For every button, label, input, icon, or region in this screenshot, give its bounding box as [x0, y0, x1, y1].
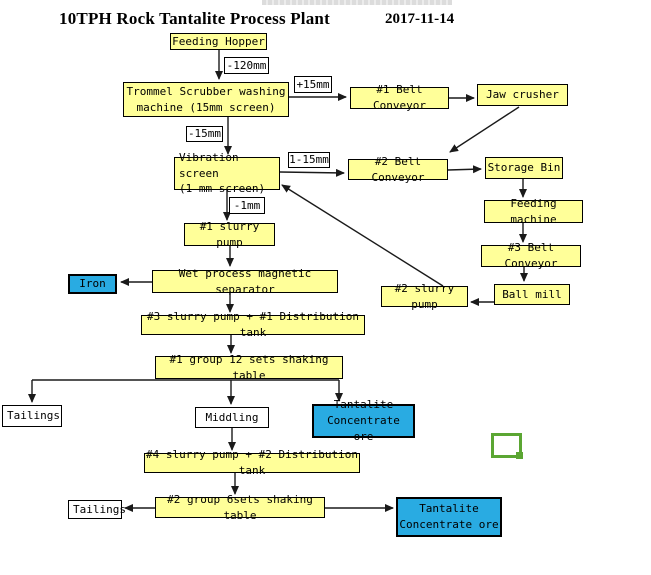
node-pump4-distribution-tank2: #4 slurry pump + #2 Distribution tank: [144, 448, 360, 477]
node-ball-mill: Ball mill: [494, 284, 570, 305]
node-jaw-crusher: Jaw crusher: [477, 84, 568, 106]
node-tantalite-concentrate-2: Tantalite Concentrate ore: [396, 497, 502, 537]
date-label: 2017-11-14: [385, 11, 455, 27]
arrow-vibration-belt2: [279, 168, 345, 177]
node-tailings-2: Tailings: [68, 500, 126, 519]
selection-rectangle: [491, 433, 523, 459]
node-feeding-hopper: Feeding Hopper: [170, 33, 267, 50]
arrow-jaw-belt2: [449, 106, 520, 153]
node-magnetic-separator: Wet process magnetic separator: [152, 267, 338, 296]
node-tantalite-concentrate-1: Tantalite Concentrate ore: [312, 398, 415, 443]
arrow-belt2-storage: [447, 165, 482, 174]
label-minus-1mm: -1mm: [229, 197, 265, 214]
node-shaking-table-group2: #2 group 6sets shaking table: [155, 493, 325, 522]
node-vibration-screen: Vibration screen (1 mm screen): [174, 151, 280, 195]
label-1-15mm: 1-15mm: [288, 152, 330, 168]
node-belt-conveyor-3: #3 Belt Conveyor: [481, 241, 581, 270]
node-shaking-table-group1: #1 group 12 sets shaking table: [155, 353, 343, 382]
node-feeding-machine: Feeding machine: [484, 197, 583, 226]
selection-handle: [516, 452, 523, 459]
node-middling: Middling: [195, 407, 269, 428]
label-plus-15mm: +15mm: [294, 76, 332, 93]
node-pump3-distribution-tank1: #3 slurry pump + #1 Distribution tank: [141, 310, 365, 339]
node-belt-conveyor-2: #2 Belt Conveyor: [348, 155, 448, 184]
node-tailings-1: Tailings: [2, 405, 62, 427]
node-iron-product: Iron: [68, 274, 117, 294]
node-trommel-scrubber: Trommel Scrubber washing machine (15mm s…: [123, 82, 289, 117]
top-grey-bar: [262, 0, 452, 5]
page-title: 10TPH Rock Tantalite Process Plant: [59, 9, 330, 28]
arrow-pump2-vibration: [281, 184, 444, 287]
node-slurry-pump-2: #2 slurry pump: [381, 282, 468, 311]
node-belt-conveyor-1: #1 Belt Conveyor: [350, 83, 449, 112]
node-slurry-pump-1: #1 slurry pump: [184, 220, 275, 249]
node-storage-bin: Storage Bin: [485, 157, 563, 179]
label-minus-15mm: -15mm: [186, 126, 223, 142]
label-minus-120mm: -120mm: [224, 57, 269, 74]
